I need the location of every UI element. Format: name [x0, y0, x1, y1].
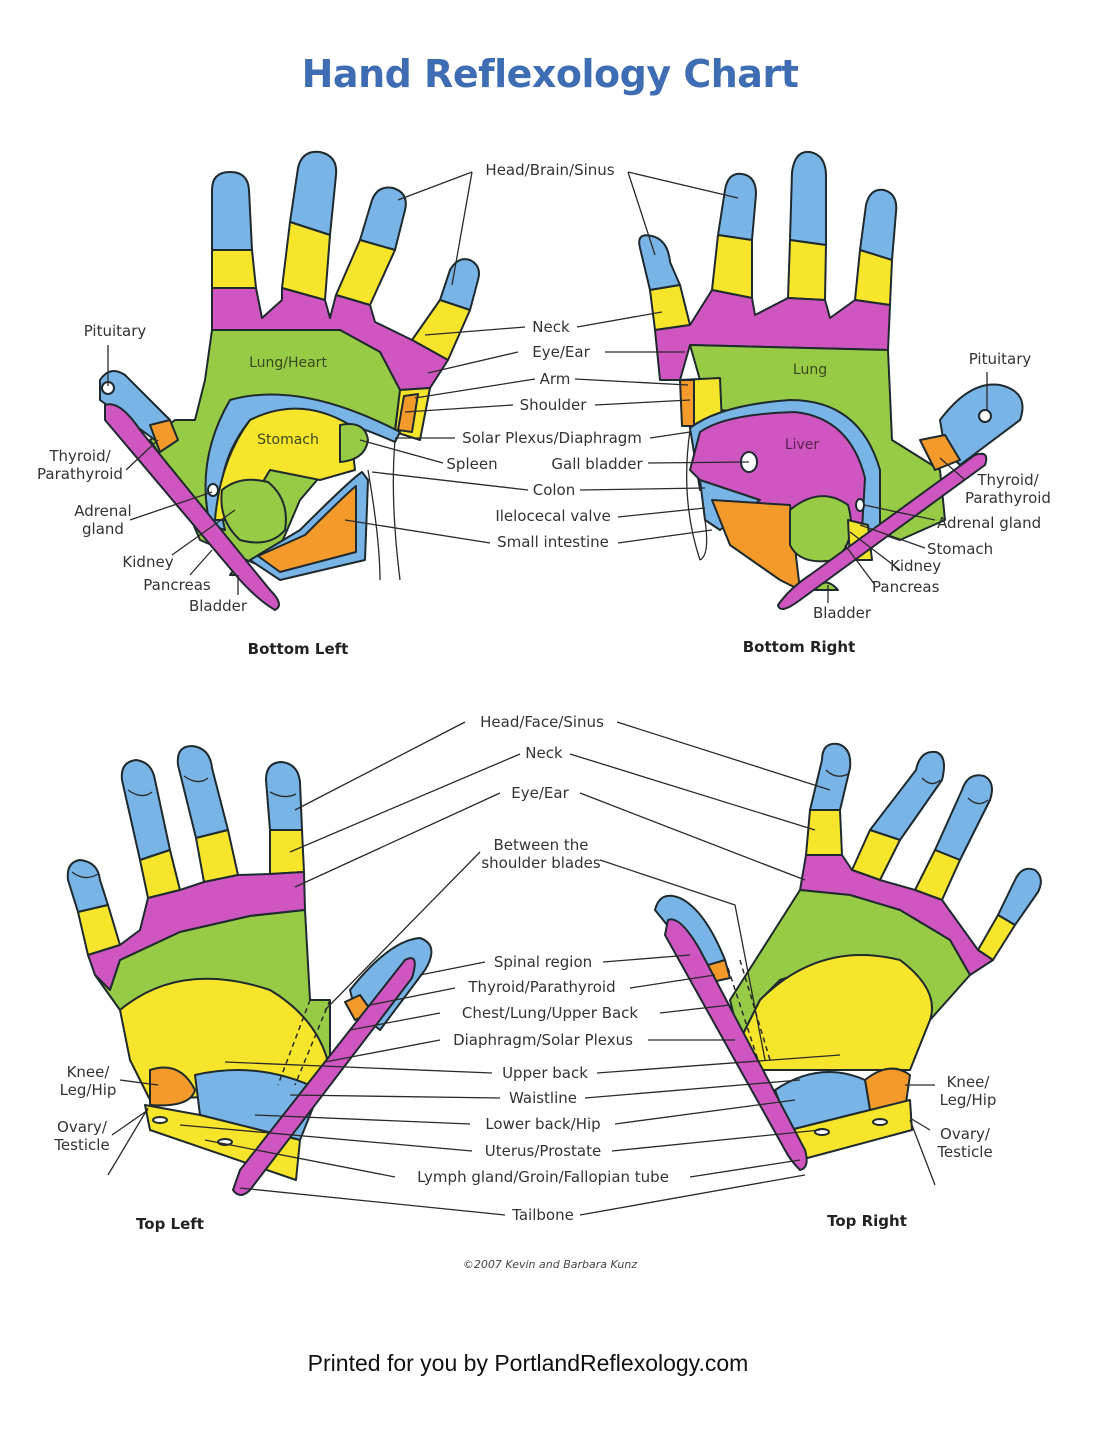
br-finger-4 [854, 188, 898, 306]
tr-finger-pinky [977, 867, 1042, 961]
label-adrenal-right: Adrenal gland [937, 514, 1042, 532]
label-head-face-sinus: Head/Face/Sinus [480, 713, 604, 731]
tl-finger-middle [176, 745, 239, 883]
tr-finger-ring [914, 774, 993, 901]
label-stomach-right: Stomach [927, 540, 994, 558]
label-lymph-groin-fallopian: Lymph gland/Groin/Fallopian tube [417, 1168, 669, 1186]
label-lung-heart: Lung/Heart [249, 355, 327, 371]
label-colon: Colon [532, 481, 576, 499]
label-thyroid-parathyroid-top: Thyroid/Parathyroid [468, 978, 616, 996]
label-thyroid-right: Thyroid/ Parathyroid [965, 471, 1051, 507]
label-uterus-prostate: Uterus/Prostate [484, 1142, 602, 1160]
top-leader-lines [107, 721, 936, 1216]
label-ovary-left: Ovary/ Testicle [54, 1118, 110, 1154]
label-ilelocecal-valve: Ilelocecal valve [495, 507, 611, 525]
label-adrenal-left: Adrenal gland [74, 502, 132, 538]
label-solar-plexus-diaphragm: Solar Plexus/Diaphragm [462, 429, 642, 447]
label-spinal-region: Spinal region [493, 953, 593, 971]
label-pituitary-left: Pituitary [83, 322, 147, 340]
label-liver: Liver [784, 437, 820, 453]
label-kidney-right: Kidney [890, 557, 942, 575]
bl-finger-2 [281, 150, 338, 301]
top-right-hand [654, 742, 1042, 1171]
br-finger-2 [711, 172, 757, 299]
caption-bottom-right: Bottom Right [742, 638, 856, 656]
chart-title: Hand Reflexology Chart [301, 52, 799, 96]
label-pancreas-left: Pancreas [143, 576, 211, 594]
label-pancreas-right: Pancreas [872, 578, 940, 596]
top-left-hand [66, 745, 433, 1196]
label-gall-bladder: Gall bladder [551, 455, 643, 473]
label-thyroid-left: Thyroid/ Parathyroid [37, 447, 123, 483]
tl-finger-pinky [66, 859, 121, 956]
label-stomach-left: Stomach [257, 432, 319, 448]
tr-finger-index [805, 742, 852, 856]
caption-top-left: Top Left [136, 1215, 204, 1233]
label-waistline: Waistline [509, 1089, 577, 1107]
label-tailbone: Tailbone [512, 1206, 574, 1224]
br-finger-3 [787, 150, 827, 301]
label-chest-lung-upper-back: Chest/Lung/Upper Back [461, 1004, 639, 1022]
caption-bottom-left: Bottom Left [247, 640, 349, 658]
label-eye-ear-top: Eye/Ear [511, 784, 569, 802]
label-knee-left: Knee/ Leg/Hip [59, 1063, 117, 1099]
label-kidney-left: Kidney [122, 553, 174, 571]
label-lower-back-hip: Lower back/Hip [485, 1115, 601, 1133]
label-bladder-right: Bladder [812, 604, 872, 622]
copyright: ©2007 Kevin and Barbara Kunz [462, 1258, 638, 1271]
label-eye-ear: Eye/Ear [532, 343, 590, 361]
label-upper-back: Upper back [502, 1064, 588, 1082]
tl-finger-index [265, 761, 305, 875]
br-finger-1 [638, 234, 691, 331]
label-neck-top: Neck [525, 744, 563, 762]
label-neck: Neck [532, 318, 570, 336]
bottom-leader-lines [107, 171, 988, 603]
tl-finger-ring [120, 759, 181, 899]
label-shoulder: Shoulder [519, 396, 587, 414]
bottom-left-hand [99, 150, 480, 611]
caption-top-right: Top Right [827, 1212, 907, 1230]
footer-printed-by: Printed for you by PortlandReflexology.c… [307, 1350, 749, 1376]
label-spleen: Spleen [446, 455, 498, 473]
label-small-intestine: Small intestine [497, 533, 609, 551]
label-diaphragm-solar-plexus: Diaphragm/Solar Plexus [453, 1031, 633, 1049]
label-head-brain-sinus: Head/Brain/Sinus [485, 161, 615, 179]
label-bladder-left: Bladder [188, 597, 248, 615]
label-pituitary-right: Pituitary [968, 350, 1032, 368]
label-lung: Lung [792, 362, 828, 378]
bottom-right-hand [638, 150, 1024, 610]
bl-finger-1 [211, 171, 257, 289]
bl-finger-3 [335, 186, 407, 306]
bl-finger-4 [411, 258, 480, 361]
label-between-shoulder-blades: Between the shoulder blades [481, 836, 601, 872]
label-ovary-right: Ovary/ Testicle [937, 1125, 993, 1161]
label-arm: Arm [539, 370, 571, 388]
label-knee-right: Knee/ Leg/Hip [939, 1073, 997, 1109]
